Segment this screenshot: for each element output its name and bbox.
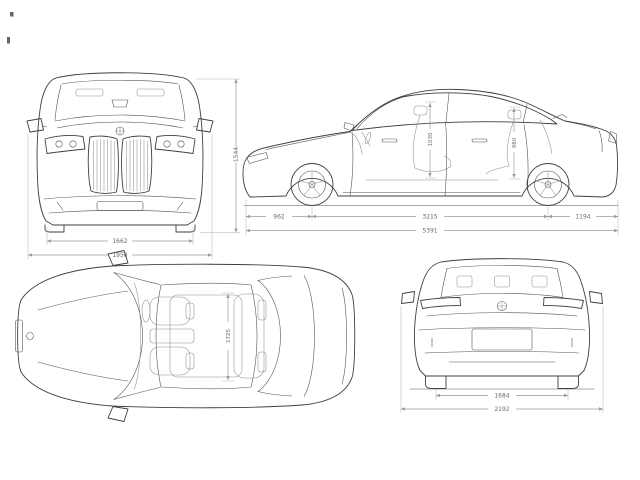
side-interior bbox=[351, 105, 553, 181]
antenna-fin bbox=[552, 114, 568, 119]
dim-side-wheelbase: 3215 bbox=[422, 214, 437, 221]
dim-side-rear-headroom: 980 bbox=[512, 137, 518, 148]
passenger-seat bbox=[149, 346, 191, 376]
rear-seat bbox=[485, 119, 515, 175]
top-mirror-right bbox=[107, 406, 129, 422]
taillight-left bbox=[420, 297, 461, 309]
dim-side-front-headroom: 1030 bbox=[428, 132, 434, 146]
side-headlamp bbox=[246, 152, 269, 164]
rear-tire-right bbox=[557, 375, 579, 389]
steering-wheel-top bbox=[141, 299, 151, 323]
bmw-roundel-top bbox=[26, 332, 34, 340]
rearview-mirror bbox=[111, 99, 129, 108]
front-body bbox=[36, 72, 204, 226]
rear-bench bbox=[233, 293, 265, 379]
front-bumper bbox=[43, 195, 197, 214]
center-console bbox=[149, 328, 195, 344]
side-view: 1030 980 962 3215 1194 5391 bbox=[242, 88, 619, 235]
top-mirror-left bbox=[107, 250, 129, 266]
front-mirrors bbox=[26, 118, 214, 133]
taillight-right bbox=[543, 297, 584, 309]
front-tire-right bbox=[175, 224, 196, 233]
door-handle-rear bbox=[471, 138, 488, 143]
dim-front-track: 1662 bbox=[112, 238, 127, 245]
top-dimensions: 1725 bbox=[222, 292, 234, 382]
front-seat bbox=[412, 115, 452, 172]
front-wheels bbox=[44, 224, 196, 233]
rear-seat-headrest bbox=[507, 109, 522, 120]
corner-marks bbox=[7, 12, 14, 44]
dim-front-height: 1544 bbox=[233, 147, 240, 162]
dim-rear-track: 1684 bbox=[494, 393, 509, 400]
rear-mirror-right bbox=[589, 291, 603, 304]
rear-body bbox=[401, 258, 603, 390]
front-tire-left bbox=[44, 224, 65, 233]
dim-rear-width-mirrors: 2192 bbox=[494, 406, 509, 413]
front-body-outline bbox=[36, 72, 204, 226]
top-body-outline bbox=[17, 263, 356, 409]
front-wheel bbox=[290, 163, 334, 206]
side-interior-dimensions: 1030 980 bbox=[425, 101, 520, 180]
greenhouse-outline bbox=[351, 92, 558, 131]
top-grille bbox=[15, 319, 23, 353]
headlight-right bbox=[154, 135, 196, 154]
dashboard bbox=[133, 282, 141, 390]
side-mirror-right bbox=[196, 118, 214, 133]
front-air-intake bbox=[96, 201, 144, 211]
door-handle-front bbox=[381, 138, 398, 143]
rear-view: 1684 2192 bbox=[400, 258, 604, 413]
windshield bbox=[113, 272, 143, 400]
dim-side-overall-length: 5391 bbox=[422, 228, 437, 235]
rear-tire-left bbox=[425, 375, 447, 389]
side-dimensions: 962 3215 1194 5391 bbox=[245, 200, 619, 235]
front-dimensions: 1662 1950 1544 bbox=[27, 78, 240, 259]
top-view: 1725 bbox=[15, 250, 356, 422]
dim-front-overall-width: 1950 bbox=[112, 252, 127, 259]
license-plate bbox=[471, 328, 533, 351]
sunroof bbox=[169, 294, 243, 378]
top-body bbox=[15, 250, 356, 422]
dim-side-rear-overhang: 1194 bbox=[575, 214, 590, 221]
kidney-grille-right bbox=[121, 135, 153, 194]
rear-body-outline bbox=[413, 258, 591, 377]
c-pillar-divider bbox=[522, 104, 528, 124]
rear-mirror-left bbox=[401, 291, 415, 304]
roof-panel bbox=[155, 282, 258, 390]
dim-side-front-overhang: 962 bbox=[273, 214, 285, 221]
kidney-grille-left bbox=[87, 135, 119, 194]
grille-slats bbox=[93, 139, 148, 192]
rear-wheel bbox=[526, 163, 570, 206]
side-mirror-left bbox=[26, 118, 44, 133]
b-pillar bbox=[445, 93, 450, 127]
a-pillar bbox=[356, 97, 403, 129]
sun-visor-left bbox=[75, 88, 104, 97]
front-seat-headrest bbox=[413, 105, 428, 116]
front-lamps-grille bbox=[44, 126, 196, 194]
front-view: 1662 1950 1544 bbox=[26, 72, 240, 259]
top-interior bbox=[141, 293, 267, 379]
sun-visor-right bbox=[136, 88, 165, 97]
side-wheels bbox=[290, 163, 570, 206]
side-taillamp bbox=[608, 131, 617, 144]
side-mirror bbox=[343, 122, 355, 132]
rear-window-top bbox=[257, 280, 281, 392]
headlight-left bbox=[44, 135, 86, 154]
dim-top-interior-width: 1725 bbox=[226, 329, 232, 343]
steering-wheel bbox=[361, 131, 371, 147]
rear-dimensions: 1684 2192 bbox=[400, 306, 604, 413]
